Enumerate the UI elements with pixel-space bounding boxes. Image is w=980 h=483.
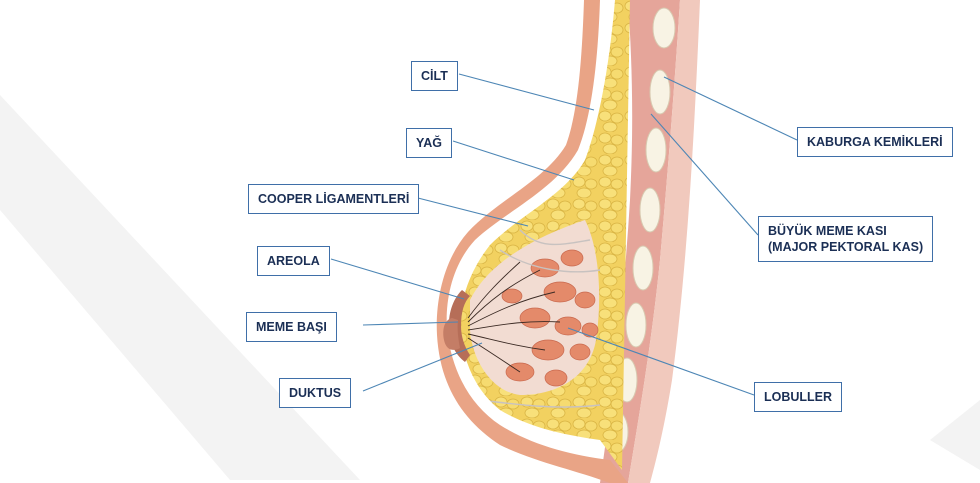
- label-yag-text: YAĞ: [416, 135, 442, 151]
- label-duktus-text: DUKTUS: [289, 385, 341, 401]
- label-cilt-text: CİLT: [421, 68, 448, 84]
- label-duktus: DUKTUS: [279, 378, 351, 408]
- label-meme-basi-text: MEME BAŞI: [256, 319, 327, 335]
- label-areola-text: AREOLA: [267, 253, 320, 269]
- label-yag: YAĞ: [406, 128, 452, 158]
- label-buyuk-meme-kasi-line1: BÜYÜK MEME KASI: [768, 223, 923, 239]
- label-kaburga-text: KABURGA KEMİKLERİ: [807, 134, 943, 150]
- label-lobuller-text: LOBULLER: [764, 389, 832, 405]
- label-buyuk-meme-kasi: BÜYÜK MEME KASI (MAJOR PEKTORAL KAS): [758, 216, 933, 262]
- label-cooper-ligamentleri: COOPER LİGAMENTLERİ: [248, 184, 419, 214]
- label-lobuller: LOBULLER: [754, 382, 842, 412]
- label-cooper-text: COOPER LİGAMENTLERİ: [258, 191, 409, 207]
- label-meme-basi: MEME BAŞI: [246, 312, 337, 342]
- label-buyuk-meme-kasi-line2: (MAJOR PEKTORAL KAS): [768, 239, 923, 255]
- label-kaburga-kemikleri: KABURGA KEMİKLERİ: [797, 127, 953, 157]
- label-areola: AREOLA: [257, 246, 330, 276]
- label-cilt: CİLT: [411, 61, 458, 91]
